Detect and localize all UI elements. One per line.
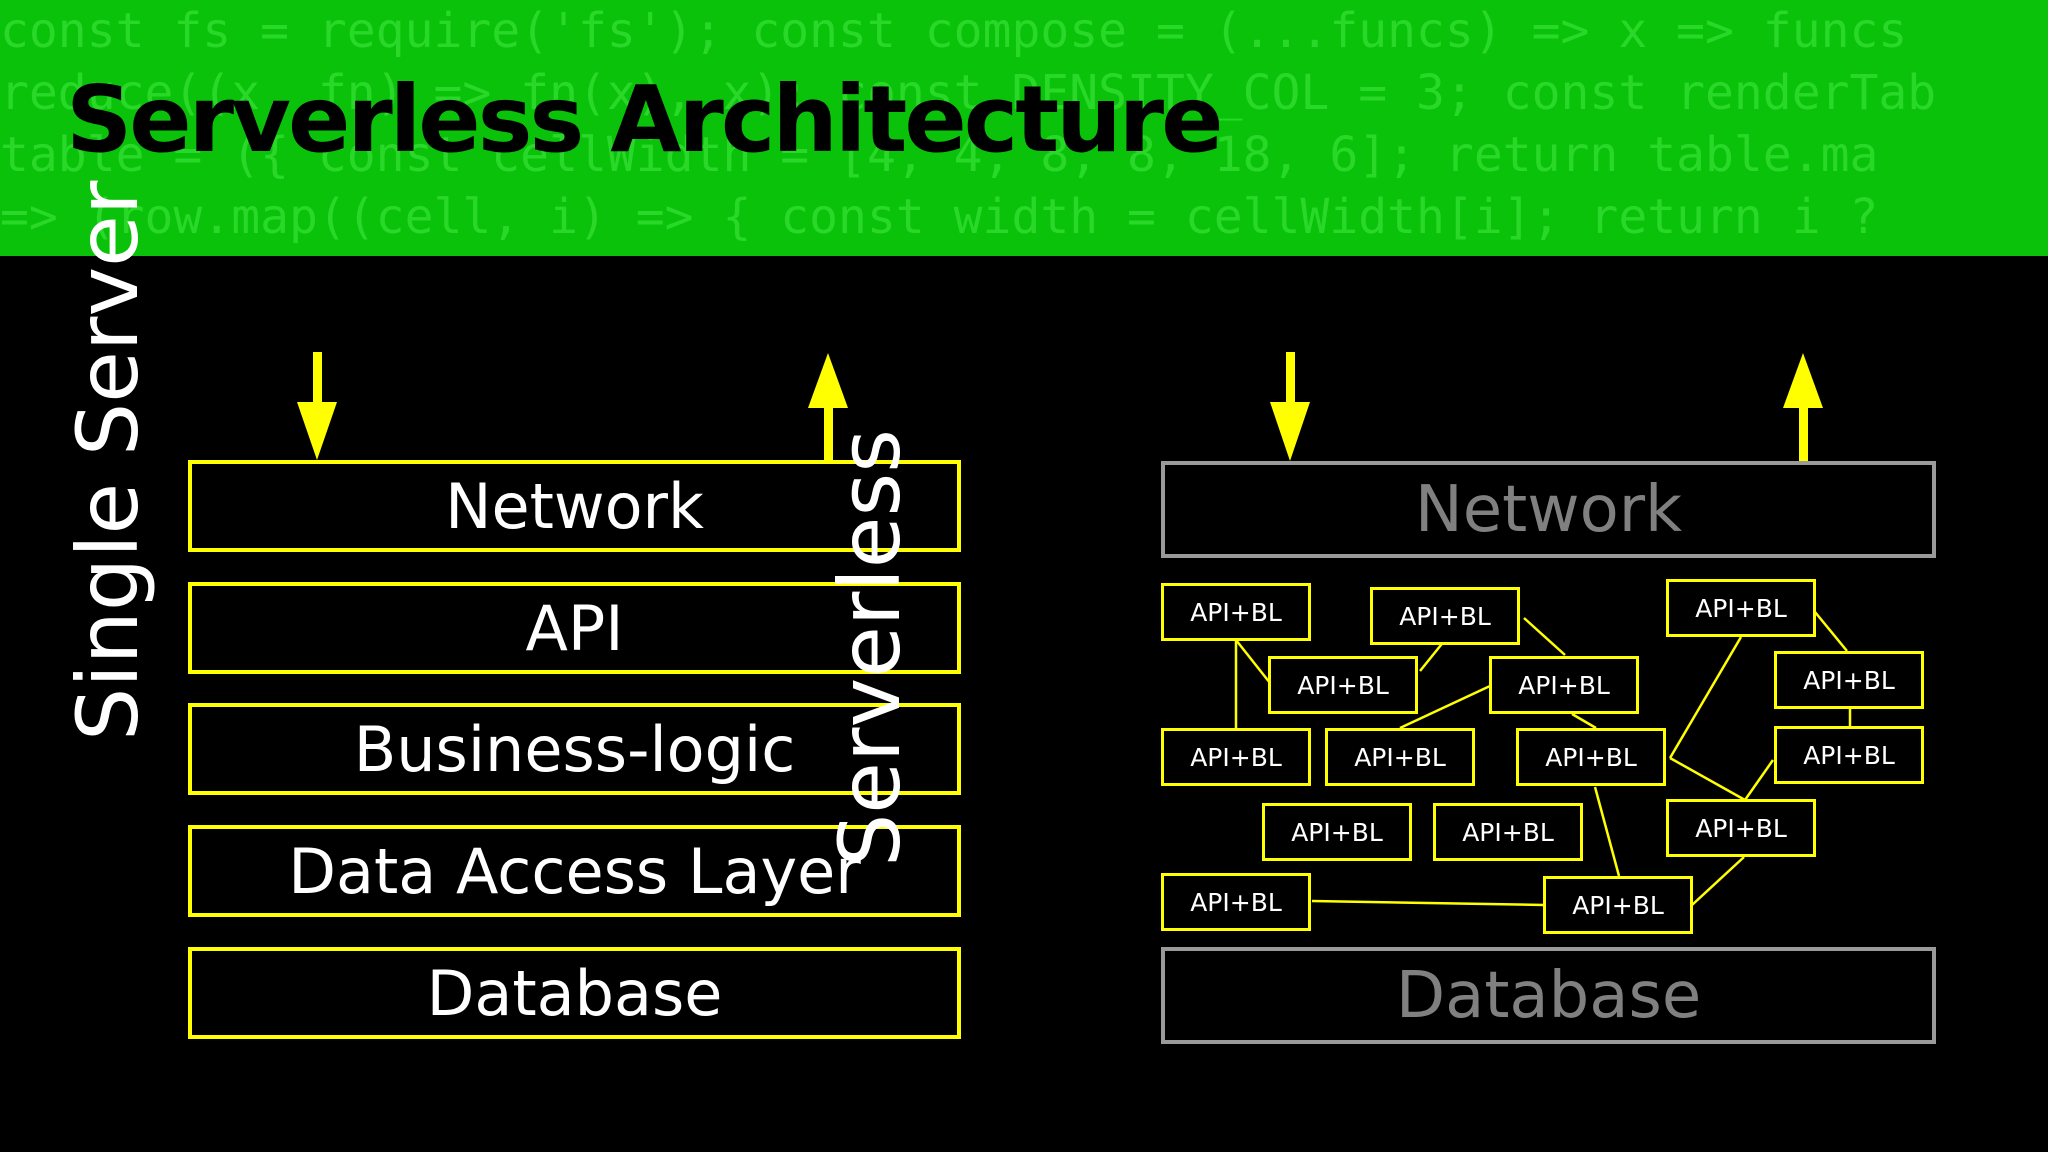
function-box: API+BL [1666,579,1816,637]
function-box: API+BL [1543,876,1693,934]
arrow-up-icon [1783,353,1823,461]
function-box: API+BL [1489,656,1639,714]
function-box: API+BL [1161,583,1311,641]
code-line: const fs = require('fs'); const compose … [0,3,1908,59]
layer-database: Database [188,947,961,1039]
code-line: => (row.map((cell, i) => { const width =… [0,189,1879,245]
connector-line [1669,756,1746,802]
function-box: API+BL [1161,873,1311,931]
code-line: table = ({ const cellWidth = [4, 4, 8, 8… [0,127,1879,183]
connector-line [1311,899,1545,907]
function-box: API+BL [1774,651,1924,709]
connector-line [1399,684,1491,730]
function-box: API+BL [1774,726,1924,784]
connector-line [1668,636,1743,759]
arrow-down-icon [1270,352,1310,461]
connector-line [1691,856,1745,906]
header-banner: const fs = require('fs'); const compose … [0,0,2048,256]
connector-line [1523,617,1566,656]
connector-line [1814,611,1848,652]
connector-lines [1234,611,1852,907]
layer-data-access: Data Access Layer [188,825,961,917]
layer-network: Network [188,460,961,552]
function-box: API+BL [1666,799,1816,857]
function-box: API+BL [1433,803,1583,861]
function-box: API+BL [1268,656,1418,714]
connector-line [1235,639,1271,684]
arrow-down-icon [297,352,337,460]
connector-line [1419,639,1446,672]
connector-line [1593,786,1621,877]
function-box: API+BL [1370,587,1520,645]
code-line: reduce((x, fn) => fn(x), x); const DENSI… [0,65,1937,121]
connector-line [1743,759,1775,801]
function-box: API+BL [1161,728,1311,786]
layer-api: API [188,582,961,674]
arrows [297,352,1823,461]
connector-line [1571,712,1597,730]
serverless-network: Network [1161,461,1936,558]
layer-business-logic: Business-logic [188,703,961,795]
function-box: API+BL [1516,728,1666,786]
background-code: const fs = require('fs'); const compose … [0,0,2048,256]
arrow-up-icon [808,353,848,461]
function-box: API+BL [1262,803,1412,861]
function-box: API+BL [1325,728,1475,786]
page-title: Serverless Architecture [66,66,1224,173]
serverless-database: Database [1161,947,1936,1044]
